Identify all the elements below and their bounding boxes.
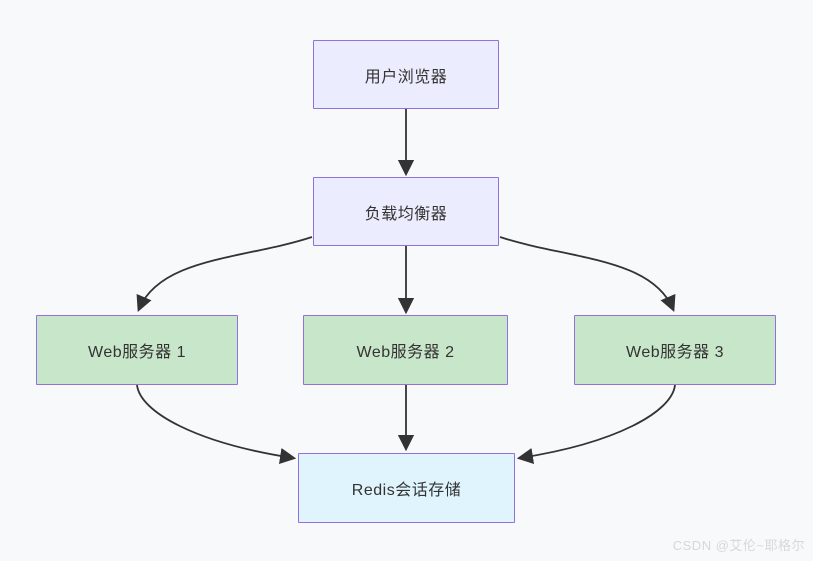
node-web-server-2: Web服务器 2 — [303, 315, 508, 385]
node-web-server-3-label: Web服务器 3 — [626, 344, 724, 361]
node-web-server-3: Web服务器 3 — [574, 315, 776, 385]
node-web-server-1-label: Web服务器 1 — [88, 344, 186, 361]
node-load-balancer-label: 负载均衡器 — [364, 205, 448, 223]
node-load-balancer: 负载均衡器 — [313, 177, 499, 246]
edge-load-balancer-to-web-server-1 — [136, 236, 313, 312]
node-web-server-1: Web服务器 1 — [36, 315, 238, 385]
node-user-browser-label: 用户浏览器 — [364, 68, 448, 86]
node-redis-session-store-label: Redis会话存储 — [351, 482, 462, 499]
edge-web-server-3-to-redis — [516, 384, 676, 464]
node-redis-session-store: Redis会话存储 — [298, 453, 515, 523]
edge-load-balancer-to-web-server-3 — [499, 236, 676, 312]
node-user-browser: 用户浏览器 — [313, 40, 499, 109]
edge-web-server-1-to-redis — [136, 384, 297, 465]
csdn-watermark: CSDN @艾伦~耶格尔 — [672, 538, 805, 553]
node-web-server-2-label: Web服务器 2 — [356, 344, 455, 361]
